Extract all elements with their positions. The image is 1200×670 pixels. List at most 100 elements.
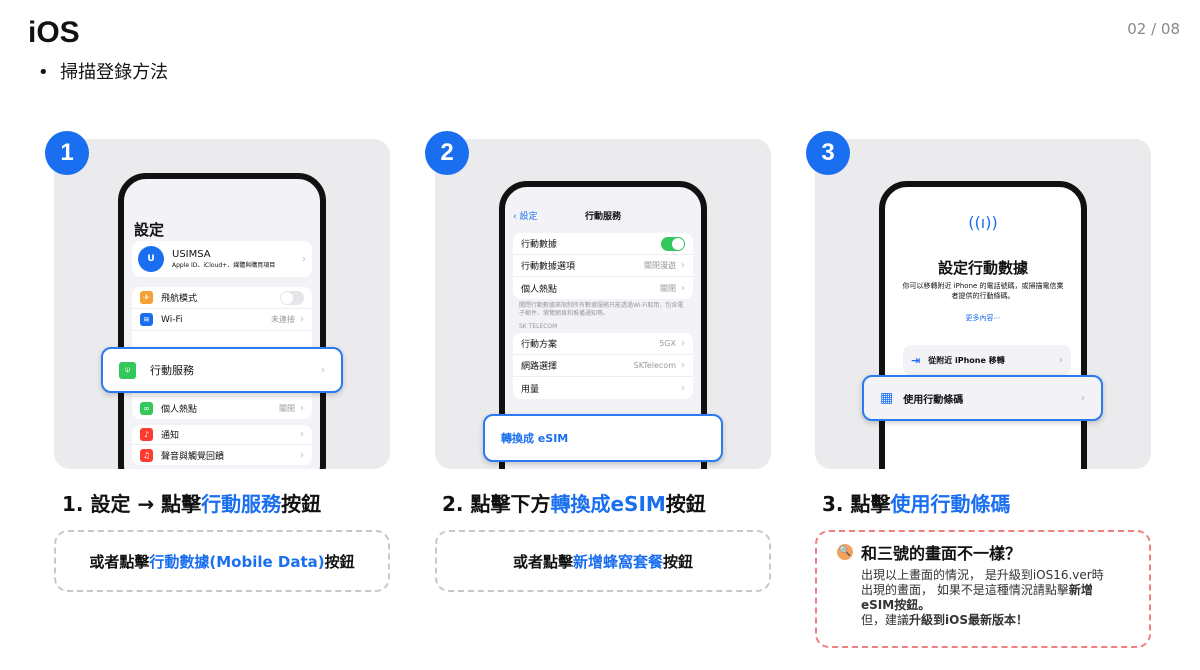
bullet: • [38, 62, 49, 83]
transfer-option[interactable]: ⇥從附近 iPhone 移轉› [903, 345, 1071, 375]
chevron-right-icon: › [1080, 392, 1085, 404]
row-hotspot: 個人熱點關閉› [521, 282, 685, 295]
magnifier-emoji-icon: 🔍 [837, 544, 853, 560]
step3-card: ((ı)) 設定行動數據 你可以移轉附近 iPhone 的電話號碼，或掃描電信業… [815, 139, 1151, 469]
cellular-data-toggle [661, 236, 685, 251]
row-label: Wi-Fi [161, 314, 183, 325]
note-pre: 或者點擊 [512, 552, 573, 571]
step3-caption: 3. 點擊使用行動條碼 [822, 488, 1010, 517]
phone-mockup: ((ı)) 設定行動數據 你可以移轉附近 iPhone 的電話號碼，或掃描電信業… [879, 181, 1087, 469]
bold-text: 升級到iOS最新版本！ [909, 613, 1028, 627]
bold-text: 新增 [1068, 583, 1093, 597]
row-label: 用量 [521, 384, 540, 395]
row-label: 網路選擇 [521, 362, 558, 372]
highlight-label: 使用行動條碼 [903, 394, 964, 406]
warning-body: 出現以上畫面的情況， 是升級到iOS16.ver時 出現的畫面， 如果不是這種情… [861, 568, 1129, 628]
row-cellular-data: 行動數據 [513, 233, 693, 255]
antenna-icon: ((ı)) [968, 213, 998, 232]
warning-line: eSIM按鈕。 [861, 598, 931, 612]
screen-desc: 你可以移轉附近 iPhone 的電話號碼，或掃描電信業者提供的行動條碼。 [902, 282, 1064, 300]
chevron-right-icon: › [302, 253, 306, 265]
row-value: 關閉漫遊 [644, 261, 676, 270]
warning-title-text: 和三號的畫面不一樣？ [861, 544, 1022, 563]
row-label: 行動數據選項 [521, 262, 576, 272]
row-label: 行動方案 [521, 340, 558, 350]
row-label: 個人熱點 [521, 284, 558, 295]
account-name: USIMSA [172, 249, 211, 260]
row-label: 通知 [161, 431, 180, 441]
caption-highlight: 使用行動條碼 [890, 492, 1011, 516]
row-airplane: ✈ 飛航模式 [132, 287, 312, 309]
highlight-use-qr[interactable]: ▦ 使用行動條碼 › [862, 375, 1103, 421]
warning-box: 🔍 和三號的畫面不一樣？ 出現以上畫面的情況， 是升級到iOS16.ver時 出現… [815, 530, 1151, 648]
step2-badge: 2 [425, 131, 469, 175]
row-sounds: ♫聲音與觸覺回饋› [132, 445, 312, 465]
caption-highlight: 行動服務 [201, 492, 282, 516]
row-value: SKTelecom [633, 361, 676, 370]
step1-caption: 1. 設定 → 點擊行動服務按鈕 [62, 488, 321, 517]
hotspot-icon: ∞ [140, 401, 153, 415]
qr-code-icon: ▦ [880, 390, 894, 406]
row-cellular [132, 331, 312, 397]
note-highlight: 行動數據(Mobile Data) [149, 552, 325, 571]
settings-group-2: ♪通知› ♫聲音與觸覺回饋› [132, 425, 312, 465]
highlight-label: 轉換成 eSIM [501, 432, 569, 445]
caption-pre: 2. 點擊下方 [442, 492, 551, 516]
warning-line: 出現以上畫面的情況， 是升級到iOS16.ver時 [861, 568, 1104, 582]
step2-caption: 2. 點擊下方轉換成eSIM按鈕 [442, 488, 706, 517]
row-label: 行動數據 [521, 240, 558, 250]
row-label: 個人熱點 [161, 404, 198, 415]
warning-line: 出現的畫面， 如果不是這種情況請點擊新增 [861, 583, 1129, 598]
more-link[interactable]: 更多內容⋯ [965, 314, 1001, 322]
highlight-cellular[interactable]: ⍦ 行動服務 › [101, 347, 343, 393]
row-value: 關閉 [279, 403, 295, 413]
text: 但，建議 [861, 613, 910, 627]
caption-post: 按鈕 [281, 492, 322, 516]
bell-icon: ♪ [140, 428, 153, 441]
page-title: iOS [28, 16, 80, 49]
step2-note: 或者點擊新增蜂窩套餐按鈕 [435, 530, 771, 592]
page-number: 02 / 08 [1127, 20, 1180, 38]
row-label: 飛航模式 [161, 294, 198, 304]
airplane-toggle [280, 290, 304, 305]
avatar: U [138, 246, 164, 272]
row-value: 關閉 [660, 283, 676, 293]
airplane-icon: ✈ [140, 291, 153, 304]
note-post: 按鈕 [324, 552, 355, 571]
step1-badge: 1 [45, 131, 89, 175]
note-highlight: 新增蜂窩套餐 [572, 552, 663, 571]
chevron-right-icon: › [321, 364, 325, 376]
screen-title: 行動服務 [584, 212, 621, 222]
row-value: 未連接 [271, 315, 295, 324]
data-group: 行動數據 行動數據選項關閉漫遊› 個人熱點關閉› [513, 233, 693, 299]
row-usage: 用量› [521, 382, 685, 395]
note-pre: 或者點擊 [89, 552, 150, 571]
step2-card: ‹ 設定 行動服務 行動數據 行動數據選項關閉漫遊› 個人熱點關閉› 關閉行動數… [435, 139, 771, 469]
caption-highlight: 轉換成eSIM [550, 492, 666, 516]
subtitle: • 掃描登錄方法 [38, 58, 168, 84]
row-value: 5GX [659, 339, 676, 348]
subtitle-text: 掃描登錄方法 [60, 62, 169, 83]
section-header: SK TELECOM [519, 323, 558, 330]
account-sub: Apple ID、iCloud+、媒體與購買項目 [172, 262, 276, 269]
antenna-icon: ⍦ [119, 361, 136, 379]
account-row: U USIMSA Apple ID、iCloud+、媒體與購買項目 › [132, 241, 312, 277]
option-label: 從附近 iPhone 移轉 [928, 355, 1005, 365]
warning-title: 🔍 和三號的畫面不一樣？ [837, 540, 1129, 564]
wifi-icon: ≋ [140, 313, 153, 326]
row-notifications: ♪通知› [132, 425, 312, 445]
step1-note: 或者點擊行動數據(Mobile Data)按鈕 [54, 530, 390, 592]
footnote: 關閉行動數據來限制所有數據服務只能透過Wi-Fi取用，包含電子郵件、瀏覽網頁和推… [519, 302, 684, 317]
back-button[interactable]: ‹ 設定 [513, 212, 538, 222]
caption-pre: 3. 點擊 [822, 492, 891, 516]
back-label: 設定 [519, 212, 538, 222]
caption-post: 按鈕 [665, 492, 706, 516]
sound-icon: ♫ [140, 448, 153, 462]
highlight-convert-esim[interactable]: 轉換成 eSIM [483, 414, 723, 462]
highlight-label: 行動服務 [150, 364, 194, 377]
